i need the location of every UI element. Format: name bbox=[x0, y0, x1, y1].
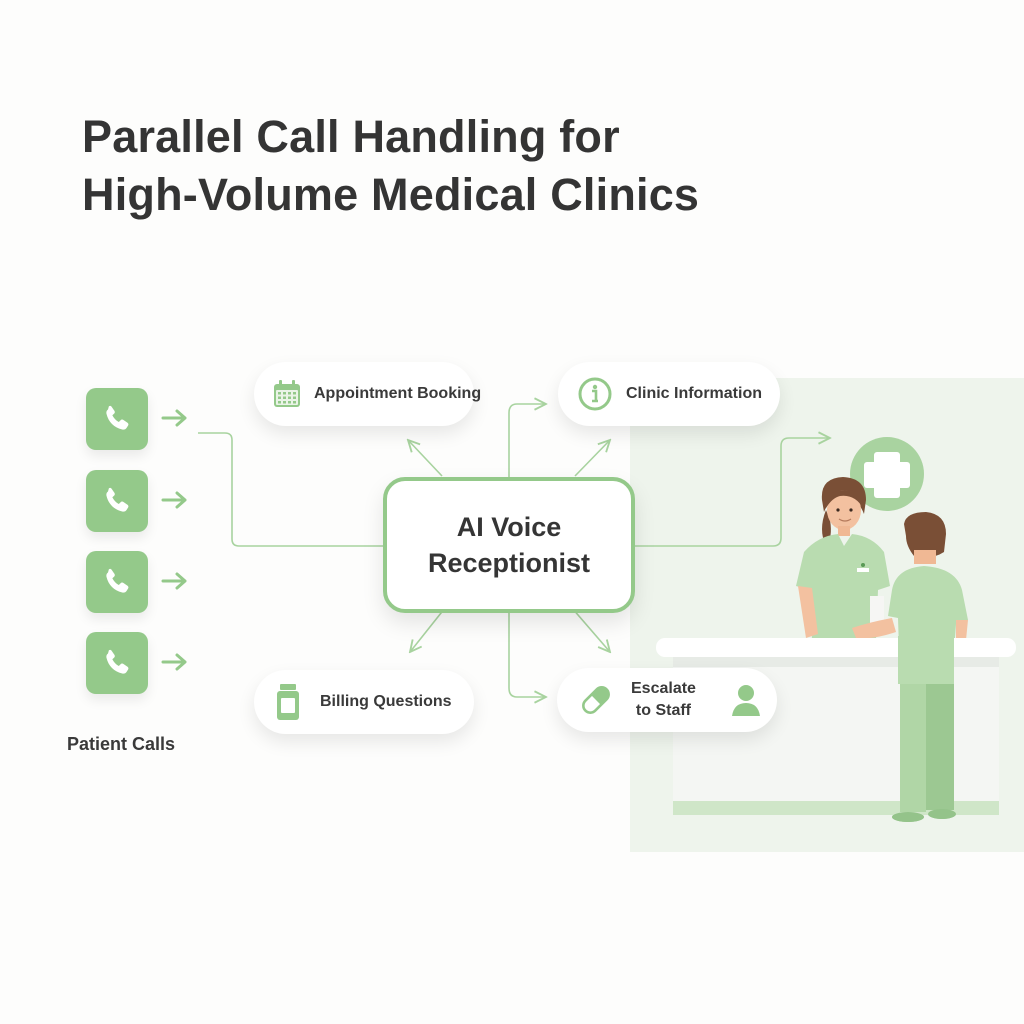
clinic-information-label: Clinic Information bbox=[626, 385, 762, 402]
reception-illustration bbox=[656, 437, 1016, 822]
appointment-booking-node[interactable]: Appointment Booking bbox=[254, 362, 481, 426]
patient-calls-label: Patient Calls bbox=[67, 734, 176, 754]
pill-icon bbox=[582, 686, 610, 714]
ai-voice-receptionist-hub[interactable]: AI Voice Receptionist bbox=[383, 477, 635, 613]
person-icon bbox=[731, 685, 760, 716]
escalate-to-staff-node[interactable]: Escalate to Staff bbox=[557, 668, 777, 732]
billing-questions-label: Billing Questions bbox=[320, 693, 452, 710]
arrow-right-icon bbox=[161, 653, 187, 671]
arrow-right-icon bbox=[161, 491, 187, 509]
billing-questions-node[interactable]: Billing Questions bbox=[254, 670, 474, 734]
escalate-label-line-2: to Staff bbox=[635, 702, 692, 719]
patient-call-2[interactable] bbox=[86, 470, 148, 532]
page-title: Parallel Call Handling for High-Volume M… bbox=[82, 108, 699, 224]
title-line-2: High-Volume Medical Clinics bbox=[82, 169, 700, 220]
info-icon bbox=[578, 377, 612, 411]
medicine-bottle-icon bbox=[277, 684, 299, 720]
appointment-booking-label: Appointment Booking bbox=[314, 385, 482, 402]
phone-icon bbox=[106, 649, 129, 674]
patient-call-3[interactable] bbox=[86, 551, 148, 613]
patient-call-1[interactable] bbox=[86, 388, 148, 450]
hub-label-line-1: AI Voice bbox=[456, 512, 562, 542]
clinic-information-node[interactable]: Clinic Information bbox=[558, 362, 780, 426]
arrow-right-icon bbox=[161, 572, 187, 590]
escalate-label-line-1: Escalate bbox=[631, 680, 696, 697]
phone-icon bbox=[106, 487, 129, 512]
patient-call-4[interactable] bbox=[86, 632, 148, 694]
hub-label-line-2: Receptionist bbox=[427, 548, 591, 578]
title-line-1: Parallel Call Handling for bbox=[82, 111, 620, 162]
phone-icon bbox=[106, 568, 129, 593]
phone-icon bbox=[106, 405, 129, 430]
calendar-icon bbox=[274, 380, 300, 407]
arrow-right-icon bbox=[161, 409, 187, 427]
